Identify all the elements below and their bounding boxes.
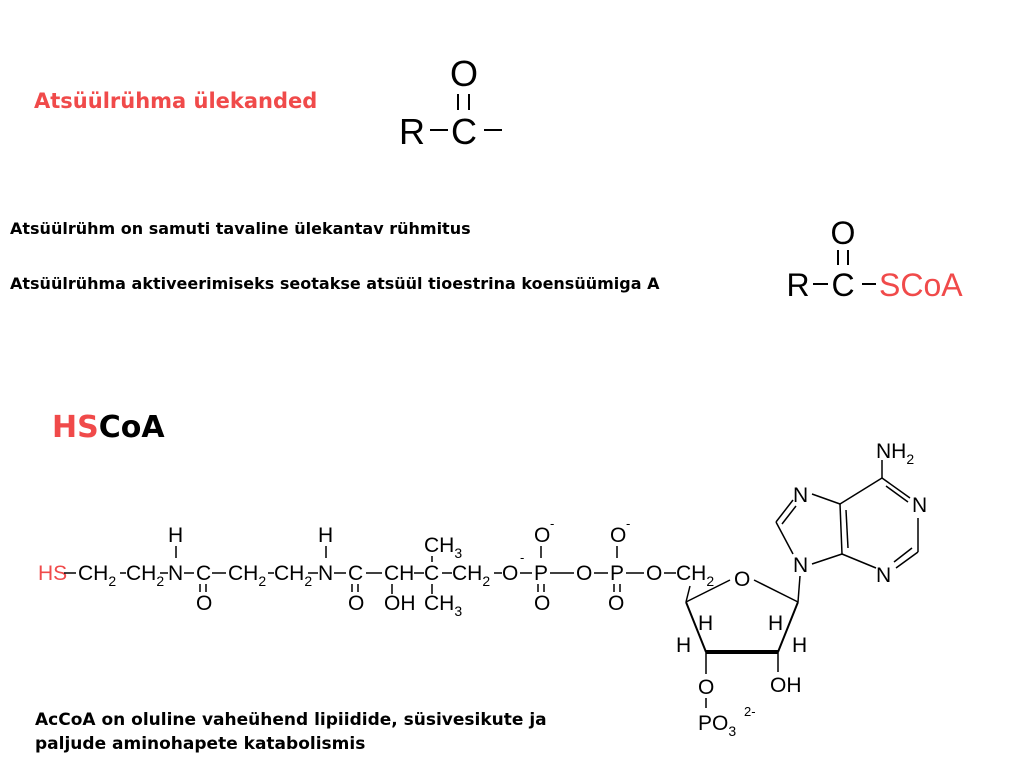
adenine-n7: N (793, 484, 808, 507)
coa-carbonyl-o-2: O (348, 592, 364, 615)
ribose-h-4: H (792, 634, 807, 657)
coa-p2-o-bottom: O (608, 592, 624, 615)
statement-1: Atsüülrühm on samuti tavaline ülekantav … (10, 219, 471, 238)
acyl-scoa-scoa-label: SCoA (879, 267, 963, 303)
coa-ester-o-1: O (502, 562, 518, 585)
coa-amide-n-2: N (318, 562, 333, 585)
coa-ch3-top: CH3 (424, 534, 462, 561)
page-title: Atsüülrühma ülekanded (34, 89, 318, 113)
acyl-group-structure: O R C (399, 53, 502, 152)
acyl-scoa-oxygen-label: O (831, 215, 856, 251)
adenine-n9: N (793, 554, 808, 577)
acyl-scoa-structure: O R C SCoA (786, 215, 963, 303)
ribose-3-o: O (698, 676, 714, 699)
bottom-caption: AcCoA on oluline vaheühend lipiidide, sü… (35, 710, 547, 754)
adenine-n1: N (912, 494, 927, 517)
coa-carbonyl-c-2: C (348, 562, 363, 585)
hscoa-heading-hs: HS (52, 410, 99, 445)
coa-ch2-1: CH2 (78, 562, 116, 589)
coa-amide-h-1: H (168, 524, 183, 547)
ribose-h-1: H (698, 612, 713, 635)
coa-ch2-5: CH2 (452, 562, 490, 589)
ribose-ring-o: O (734, 568, 750, 591)
coa-amide-n-1: N (168, 562, 183, 585)
coa-phosphorus-1: P (534, 562, 548, 585)
coa-bridge-o: O (576, 562, 592, 585)
acyl-scoa-carbon-label: C (831, 267, 854, 303)
coa-carbonyl-c-1: C (196, 562, 211, 585)
acyl-r-label: R (399, 111, 425, 152)
coenzyme-a-structure: HS CH2 CH2 N H C O CH2 CH2 N H C O CH OH… (38, 440, 927, 739)
ribose-2-oh: OH (770, 674, 802, 697)
coa-p1-charge: - (550, 516, 554, 531)
coa-ch2-4: CH2 (274, 562, 312, 589)
coa-phosphorus-2: P (610, 562, 624, 585)
acyl-scoa-r-label: R (786, 267, 809, 303)
ribose-po3: PO3 (698, 712, 736, 739)
coa-ch2-3: CH2 (228, 562, 266, 589)
hscoa-heading: HSCoA (52, 410, 165, 445)
ribose-h-2: H (676, 634, 691, 657)
coa-amide-h-2: H (318, 524, 333, 547)
coa-hs-label: HS (38, 562, 67, 585)
acyl-oxygen-label: O (450, 53, 478, 94)
coa-oh-1: OH (384, 592, 416, 615)
ribose-h-3: H (768, 612, 783, 635)
coa-p1-o-top: O (534, 524, 550, 547)
coa-ch3-bottom: CH3 (424, 592, 462, 619)
coa-charge-1: - (520, 550, 524, 565)
coa-carbonyl-o-1: O (196, 592, 212, 615)
coa-ch2-2: CH2 (126, 562, 164, 589)
ribose-po3-charge: 2- (744, 704, 756, 719)
acyl-carbon-label: C (451, 111, 477, 152)
coa-p1-o-bottom: O (534, 592, 550, 615)
hscoa-heading-coa: CoA (98, 410, 165, 445)
adenine-nh2: NH2 (876, 440, 914, 467)
coa-p2-charge: - (626, 516, 630, 531)
coa-p2-o-top: O (610, 524, 626, 547)
coa-quaternary-c: C (424, 562, 439, 585)
coa-ester-o-2: O (646, 562, 662, 585)
statement-2: Atsüülrühma aktiveerimiseks seotakse ats… (10, 274, 660, 293)
coa-ch-hydroxyl: CH (384, 562, 414, 585)
coa-ch2-ribose: CH2 (676, 562, 714, 589)
adenine-n3: N (876, 564, 891, 587)
